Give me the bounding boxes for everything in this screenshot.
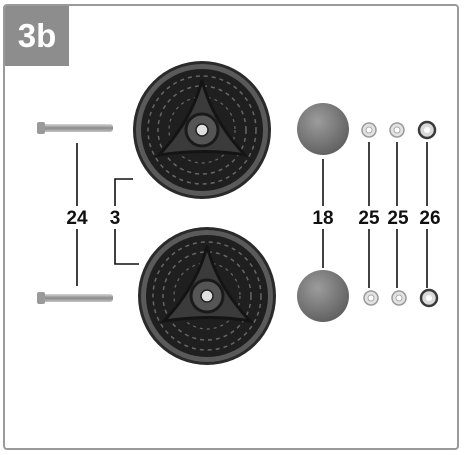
washer-icon — [363, 290, 379, 306]
instruction-panel: 3b — [3, 4, 459, 450]
callout-nut: 26 — [419, 208, 440, 229]
callout-wheel: 3 — [110, 208, 121, 229]
washer-icon — [391, 290, 407, 306]
callout-hubcap: 18 — [312, 208, 333, 229]
step-badge: 3b — [5, 6, 69, 66]
callout-axle: 24 — [66, 208, 88, 229]
hubcap-icon — [297, 103, 349, 155]
callout-washer-a: 25 — [358, 208, 380, 229]
nut-icon — [419, 288, 439, 308]
nut-icon — [417, 120, 437, 140]
washer-icon — [361, 122, 377, 138]
wheel-icon — [131, 59, 273, 201]
hubcap-icon — [297, 270, 349, 322]
axle-bolt-icon — [37, 292, 113, 304]
callout-washer-b: 25 — [387, 208, 409, 229]
axle-bolt-icon — [37, 122, 113, 134]
wheel-icon — [136, 225, 278, 367]
washer-icon — [389, 122, 405, 138]
leader-lines — [76, 142, 428, 288]
parts-diagram: 24 3 18 25 25 26 — [37, 59, 441, 367]
